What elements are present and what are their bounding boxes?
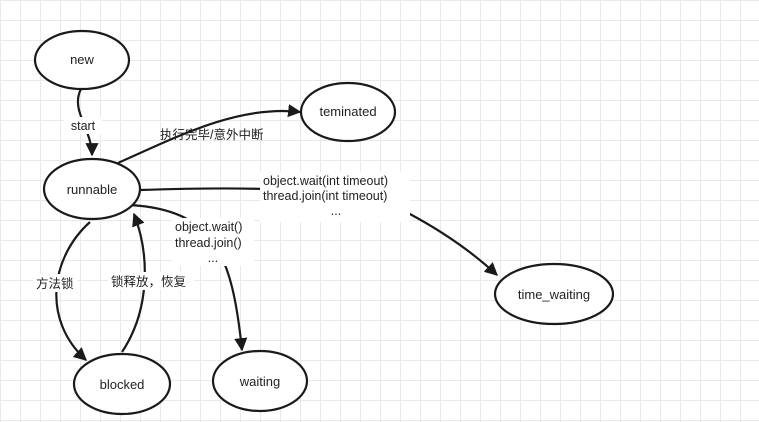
node-time-waiting-label: time_waiting [518, 287, 590, 302]
node-new[interactable]: new [33, 29, 131, 91]
node-waiting-label: waiting [239, 374, 280, 389]
edge-label-wait-2: thread.join() [175, 236, 242, 250]
edge-label-timed-wait-1: object.wait(int timeout) [263, 174, 388, 188]
edge-runnable-teminated [117, 104, 302, 165]
edge-label-lock-method: 方法锁 [36, 276, 74, 291]
lock-release-label-bg [108, 272, 194, 290]
node-runnable[interactable]: runnable [42, 157, 142, 221]
node-blocked-label: blocked [100, 377, 145, 392]
timed-wait-label-bg [260, 172, 410, 222]
node-runnable-label: runnable [67, 182, 118, 197]
edge-label-wait-1: object.wait() [175, 220, 242, 234]
edge-label-timed-wait-3: ... [331, 204, 341, 218]
node-time-waiting[interactable]: time_waiting [493, 262, 615, 326]
start-label-bg [64, 117, 102, 134]
wait-label-bg [172, 218, 254, 266]
edge-label-lock-release: 锁释放，恢复 [111, 274, 187, 289]
edge-label-wait-3: ... [208, 251, 218, 265]
edge-label-timed-wait-2: thread.join(int timeout) [263, 189, 387, 203]
node-teminated[interactable]: teminated [299, 81, 397, 143]
edge-label-finished: 执行完毕/意外中断 [160, 127, 263, 142]
lock-method-label-bg [33, 274, 77, 292]
node-new-label: new [70, 52, 94, 67]
node-waiting[interactable]: waiting [211, 349, 309, 413]
edge-label-start: start [71, 119, 96, 133]
node-teminated-label: teminated [319, 104, 376, 119]
node-blocked[interactable]: blocked [72, 352, 172, 416]
